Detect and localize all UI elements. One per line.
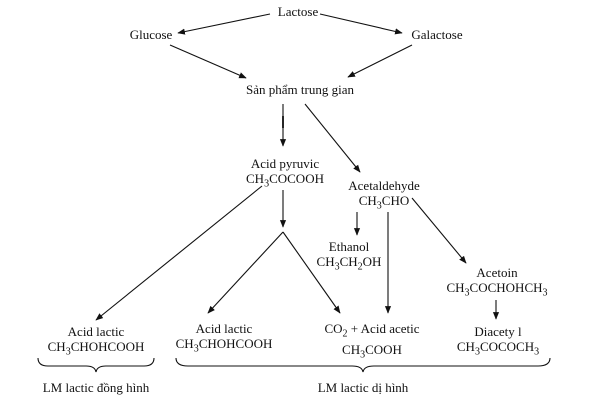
formula-acetaldehyde: CH3CHO: [358, 193, 410, 212]
group-label-heterofermentative: LM lactic dị hình: [317, 380, 409, 395]
arrow-galactose-to-intermediate: [347, 44, 413, 78]
arrow-intermediate-to-acetaldehyde: [304, 103, 361, 173]
node-pyruvic-acid: Acid pyruvic CH3COCOOH: [246, 156, 324, 190]
node-lactose: Lactose: [277, 4, 319, 19]
formula-acetoin: CH3COCHOHCH3: [446, 280, 548, 299]
formula-acetic: CH3COOH: [342, 341, 402, 361]
node-acetaldehyde: Acetaldehyde CH3CHO: [348, 178, 420, 212]
arrow-branch-to-co2-acetic: [282, 231, 341, 314]
formula-ethanol: CH3CH2OH: [316, 254, 382, 273]
node-diacetyl: Diacety l CH3COCOCH3: [456, 324, 540, 358]
arrow-pyruvic-to-lactic-homo: [95, 185, 263, 321]
formula-lactic-homo: CH3CHOHCOOH: [47, 339, 145, 358]
arrow-lactose-to-galactose: [319, 13, 403, 35]
arrow-lactose-to-glucose: [177, 13, 271, 35]
brace-heterofermentative: [175, 357, 551, 373]
brace-homofermentative: [37, 357, 155, 373]
node-co2-acetic-acid: CO2 + Acid acetic CH3COOH: [324, 321, 420, 361]
arrow-glucose-to-intermediate: [169, 44, 247, 79]
formula-lactic-hetero: CH3CHOHCOOH: [175, 336, 273, 355]
group-label-homofermentative: LM lactic đồng hình: [42, 380, 150, 395]
arrow-branch-to-lactic-hetero: [207, 231, 284, 314]
node-galactose: Galactose: [411, 27, 463, 42]
node-acetoin: Acetoin CH3COCHOHCH3: [446, 265, 548, 299]
formula-pyruvic: CH3COCOOH: [246, 171, 324, 190]
node-intermediate-product: Sản phẩm trung gian: [246, 82, 354, 97]
node-lactic-acid-heterofermentative: Acid lactic CH3CHOHCOOH: [175, 321, 273, 355]
node-ethanol: Ethanol CH3CH2OH: [316, 239, 382, 273]
formula-diacetyl: CH3COCOCH3: [456, 339, 540, 358]
arrow-acetaldehyde-to-acetoin: [411, 197, 467, 264]
node-lactic-acid-homofermentative: Acid lactic CH3CHOHCOOH: [47, 324, 145, 358]
node-glucose: Glucose: [129, 27, 173, 42]
